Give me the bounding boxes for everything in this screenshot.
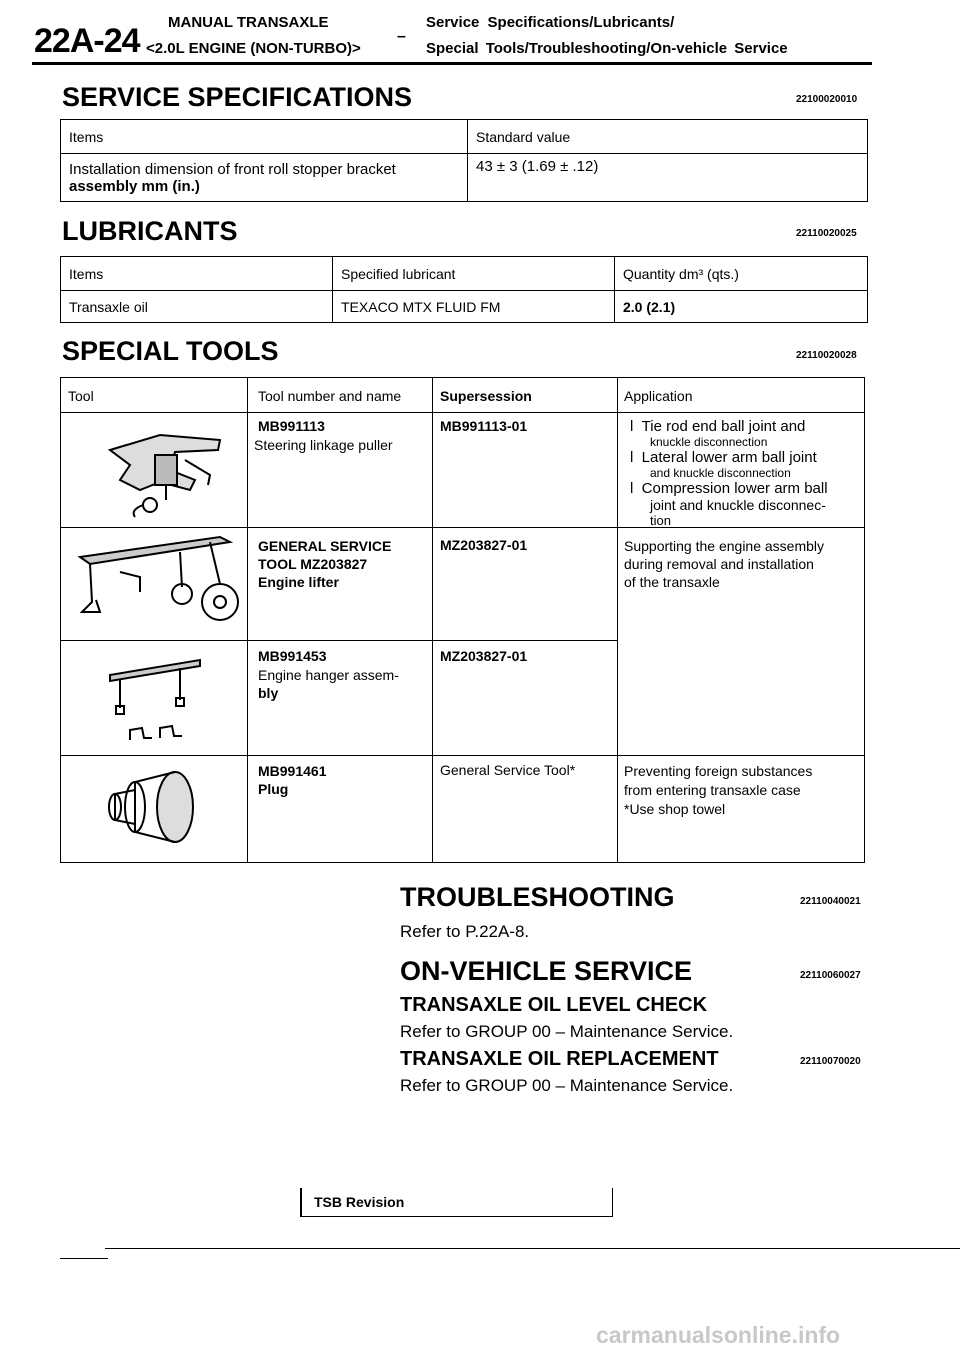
spec-item-line2: assembly mm (in.)	[69, 177, 200, 195]
watermark: carmanualsonline.info	[596, 1322, 841, 1348]
engine-hanger-image	[109, 658, 201, 740]
spec-value: 43 ± 3 (1.69 ± .12)	[467, 153, 868, 202]
oil-level-check-text: Refer to GROUP 00 – Maintenance Service.	[400, 1022, 734, 1041]
plug-image	[108, 771, 194, 843]
spec-item-line1: Installation dimension of front roll sto…	[69, 160, 396, 178]
tool2-supersession: MZ203827-01	[440, 537, 528, 553]
service-specs-title: SERVICE SPECIFICATIONS	[62, 82, 413, 112]
tool2-app: Supporting the engine assembly during re…	[624, 538, 825, 590]
col-standard-value: Standard value	[467, 119, 868, 154]
tool3-name: Engine hanger assem- bly	[258, 667, 399, 701]
col-items: Items	[60, 119, 468, 154]
lubricants-code: 22110020025	[796, 228, 857, 239]
oil-replacement-text: Refer to GROUP 00 – Maintenance Service.	[400, 1076, 734, 1095]
spec-item: Installation dimension of front roll sto…	[60, 153, 468, 202]
troubleshooting-title: TROUBLESHOOTING	[400, 882, 675, 912]
tool1-name: Steering linkage puller	[254, 437, 393, 453]
tool3-supersession: MZ203827-01	[440, 648, 528, 664]
steering-linkage-puller-image	[107, 433, 222, 518]
special-tools-code: 22110020028	[796, 350, 857, 361]
header-rule	[32, 62, 872, 65]
bullet-icon: l	[630, 449, 642, 466]
engine-lifter-image	[77, 535, 239, 621]
service-specs-table: Items Standard value Installation dimens…	[60, 119, 868, 202]
special-tools-title: SPECIAL TOOLS	[62, 336, 279, 366]
tool1-number: MB991113	[258, 418, 325, 434]
lub-lubricant: TEXACO MTX FLUID FM	[332, 290, 615, 323]
tsb-revision-label: TSB Revision	[314, 1194, 405, 1210]
tsb-revision-box: TSB Revision	[300, 1188, 613, 1217]
header-right-line2: Special Tools/Troubleshooting/On-vehicle…	[426, 40, 788, 57]
on-vehicle-title: ON-VEHICLE SERVICE	[400, 956, 693, 986]
footer-rule-short	[60, 1258, 108, 1259]
col-supersession: Supersession	[440, 388, 532, 404]
tool1-supersession: MB991113-01	[440, 418, 528, 434]
lub-col-quantity: Quantity dm³ (qts.)	[614, 256, 868, 291]
tool4-number: MB991461 Plug	[258, 763, 327, 797]
page-number: 22A-24	[34, 22, 141, 60]
tool4-supersession: General Service Tool*	[440, 762, 576, 778]
tool1-app: l Tie rod end ball joint and knuckle dis…	[630, 418, 828, 528]
service-specs-code: 22100020010	[796, 94, 858, 105]
footer-rule	[105, 1248, 960, 1249]
tool2-number: GENERAL SERVICE TOOL MZ203827 Engine lif…	[258, 538, 392, 590]
lub-col-items: Items	[60, 256, 333, 291]
header-title-line2: <2.0L ENGINE (NON-TURBO)>	[146, 40, 361, 57]
tool4-app: Preventing foreign substances from enter…	[624, 763, 813, 817]
lub-item: Transaxle oil	[60, 290, 333, 323]
troubleshooting-text: Refer to P.22A-8.	[400, 922, 530, 941]
col-application: Application	[624, 388, 693, 404]
troubleshooting-code: 22110040021	[800, 896, 861, 907]
lubricants-title: LUBRICANTS	[62, 216, 238, 246]
col-tool: Tool	[68, 388, 94, 404]
lub-quantity: 2.0 (2.1)	[614, 290, 868, 323]
oil-replacement-code: 22110070020	[800, 1056, 861, 1067]
bullet-icon: l	[630, 418, 642, 435]
header-right-line1: Service Specifications/Lubricants/	[426, 14, 675, 31]
col-tool-number: Tool number and name	[258, 388, 402, 404]
on-vehicle-code: 22110060027	[800, 970, 861, 981]
oil-replacement-title: TRANSAXLE OIL REPLACEMENT	[400, 1048, 719, 1070]
header-dash: –	[397, 28, 406, 45]
lubricants-table: Items Specified lubricant Quantity dm³ (…	[60, 256, 868, 323]
oil-level-check-title: TRANSAXLE OIL LEVEL CHECK	[400, 994, 708, 1016]
bullet-icon: l	[630, 480, 642, 497]
header-title-line1: MANUAL TRANSAXLE	[168, 14, 329, 31]
tool3-number: MB991453	[258, 648, 327, 664]
lub-col-lubricant: Specified lubricant	[332, 256, 615, 291]
